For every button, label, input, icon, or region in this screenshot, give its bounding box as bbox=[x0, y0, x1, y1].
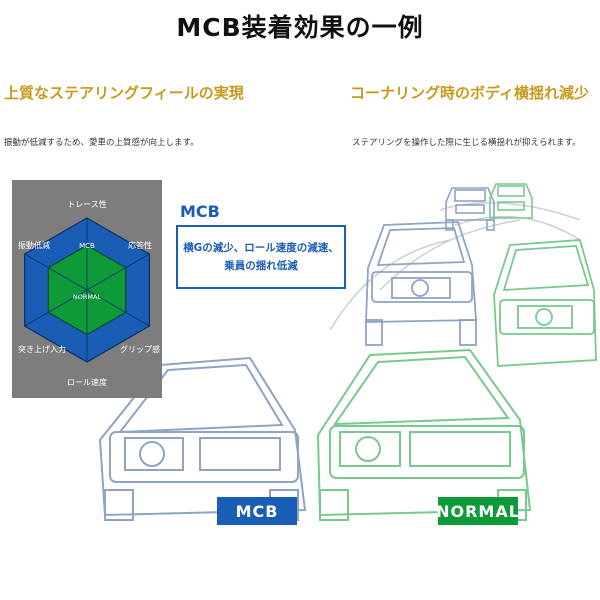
radar-axis-label-roll-speed: ロール速度 bbox=[67, 377, 107, 387]
radar-axis-label-vibration: 振動低減 bbox=[18, 240, 50, 250]
front-car-green bbox=[316, 348, 532, 521]
right-section-heading: コーナリング時のボディ横揺れ減少 bbox=[350, 84, 589, 102]
radar-axis-label-trace: トレース性 bbox=[67, 199, 107, 209]
distant-car-blue bbox=[445, 187, 495, 231]
mid-car-green bbox=[493, 239, 597, 367]
callout-box: 横Gの減少、ロール速度の減速、 乗員の揺れ低減 bbox=[176, 225, 346, 289]
car-illustration bbox=[98, 183, 597, 521]
front-car-blue bbox=[98, 356, 307, 521]
mid-car-blue bbox=[365, 221, 477, 346]
right-section-description: ステアリングを操作した際に生じる横揺れが抑えられます。 bbox=[352, 138, 581, 148]
callout-line-2: 乗員の揺れ低減 bbox=[224, 260, 298, 272]
page-title: MCB装着効果の一例 bbox=[176, 13, 424, 42]
radar-inner-label-mcb: MCB bbox=[79, 242, 95, 250]
radar-axis-line bbox=[86, 253, 150, 291]
mcb-tag: MCB bbox=[217, 497, 297, 525]
radar-axis-line bbox=[24, 289, 88, 327]
radar-chart-panel: MCB NORMAL トレース性 応答性 グリップ感 ロール速度 突き上げ入力 … bbox=[12, 180, 162, 398]
callout-line-1: 横Gの減少、ロール速度の減速、 bbox=[183, 242, 339, 254]
radar-axis-label-grip: グリップ感 bbox=[120, 344, 160, 354]
radar-axis-line bbox=[24, 253, 88, 291]
normal-tag: NORMAL bbox=[436, 497, 519, 525]
road-lines bbox=[329, 202, 581, 331]
distant-car-green bbox=[489, 183, 533, 219]
left-section-heading: 上質なステアリングフィールの実現 bbox=[4, 84, 244, 102]
radar-axis-label-response: 応答性 bbox=[128, 240, 152, 250]
radar-axes bbox=[24, 218, 150, 362]
radar-axis-label-thrust: 突き上げ入力 bbox=[18, 344, 66, 354]
left-section-description: 振動が低減するため、愛車の上質感が向上します。 bbox=[4, 138, 199, 148]
callout-label: MCB bbox=[180, 202, 220, 221]
radar-axis-line bbox=[86, 289, 150, 327]
radar-inner-label-normal: NORMAL bbox=[73, 293, 102, 301]
